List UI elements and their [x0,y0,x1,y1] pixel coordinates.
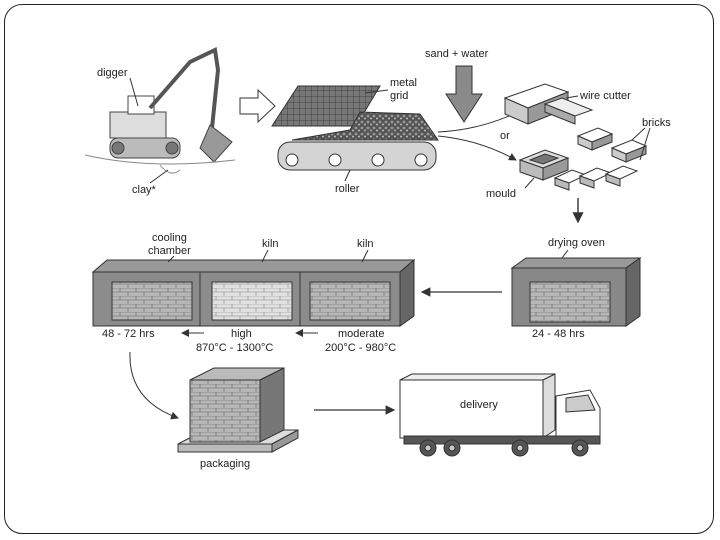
bricks-cut [576,127,648,163]
label-high-temp: 870°C - 1300°C [196,342,273,354]
label-drying-oven: drying oven [548,237,605,249]
conveyor-roller [271,85,439,171]
label-grid: grid [390,90,408,102]
arrow-to-mould [437,135,517,161]
label-kiln-high: kiln [262,238,279,250]
arrow-to-packaging [129,351,179,420]
arrow-to-wire-cutter [437,111,519,133]
label-sand-water: sand + water [425,48,489,60]
wire-cutter-pointer [565,95,579,99]
label-delivery: delivery [460,399,498,411]
kiln-pointers [167,249,369,263]
digger-pointer [129,77,139,107]
label-bricks: bricks [642,117,671,129]
label-packaging: packaging [200,458,250,470]
label-chamber: chamber [148,245,191,257]
drying-oven-pointer [561,249,569,259]
bricks-pointer [631,127,651,161]
label-kiln-moderate: kiln [357,238,374,250]
label-moderate: moderate [338,328,384,340]
wire-cutter-illustration [503,83,594,125]
drying-oven-illustration [510,257,642,327]
label-high: high [231,328,252,340]
label-drying-time: 24 - 48 hrs [532,328,585,340]
metal-grid-pointer [364,89,389,94]
kiln-tunnel-illustration [91,258,416,327]
digger-illustration [84,47,236,174]
hollow-arrow [239,88,276,124]
clay-pointer [149,169,169,184]
label-mould: mould [486,188,516,200]
label-moderate-temp: 200°C - 980°C [325,342,396,354]
mould-illustration [518,149,639,191]
label-roller: roller [335,183,360,195]
label-clay: clay* [132,184,157,196]
roller-pointer [344,169,351,182]
label-cooling: cooling [152,232,187,244]
label-wire-cutter: wire cutter [579,90,631,102]
label-cooling-time: 48 - 72 hrs [102,328,155,340]
sand-water-arrow [445,65,483,123]
delivery-truck-illustration [399,373,601,457]
label-or: or [500,130,510,142]
mould-pointer [524,177,535,189]
label-digger: digger [97,67,128,79]
label-metal: metal [390,77,417,89]
packaging-pallet-illustration [177,367,299,453]
